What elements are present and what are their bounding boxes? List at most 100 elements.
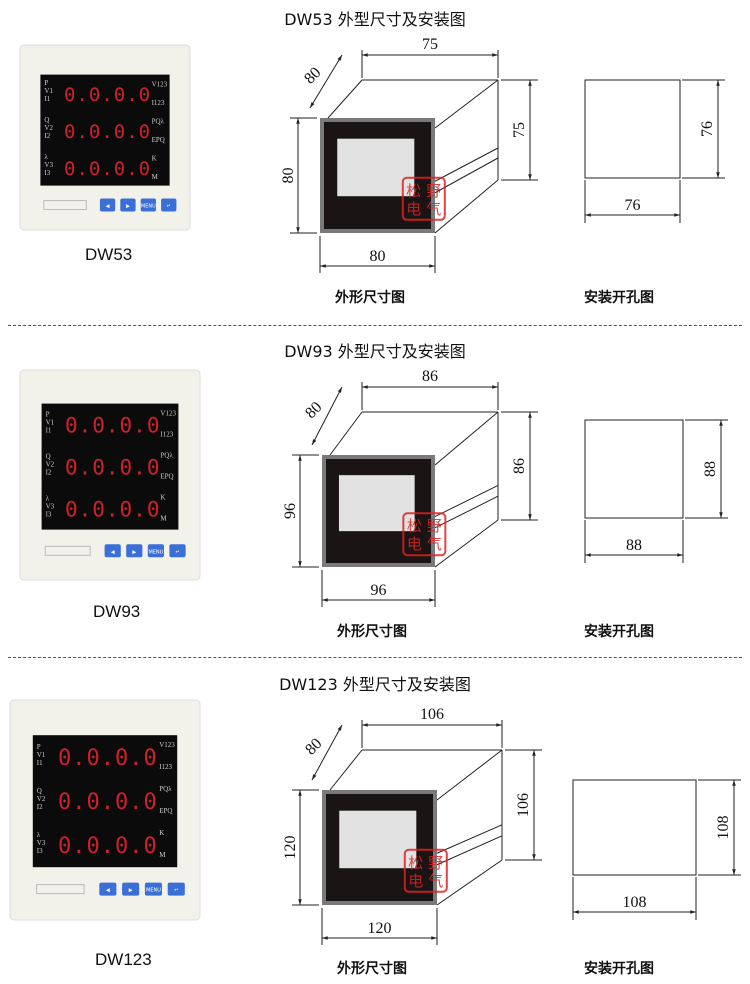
stamp-char: 野	[428, 854, 443, 872]
meter-digits: 0.0.0.0	[65, 456, 161, 480]
meter-left-label: λ	[44, 153, 48, 161]
meter-left-label: I3	[44, 169, 50, 177]
dim-cutout-width-label: 76	[625, 197, 641, 214]
meter-right-label: I123	[152, 99, 165, 107]
depth-edge-top-right	[436, 749, 503, 801]
depth-edge-top-right	[434, 79, 499, 129]
meter-left-label: P	[37, 743, 41, 751]
stamp-char: 松	[407, 517, 422, 535]
meter-button-label: ↵	[174, 888, 178, 894]
meter-left-label: V3	[44, 161, 53, 169]
meter-left-label: I2	[46, 469, 52, 477]
dim-back-width-label: 75	[422, 36, 438, 53]
meter-right-label: PQλ	[160, 452, 173, 460]
arrowhead	[296, 118, 300, 124]
depth-edge-mid1	[436, 824, 503, 854]
stamp-char: 电	[408, 872, 423, 890]
meter-nameplate	[43, 200, 87, 211]
dim-depth	[311, 724, 343, 781]
arrowhead	[719, 512, 723, 518]
depth-edge-top-right	[434, 411, 499, 466]
meter-digits: 0.0.0.0	[58, 746, 158, 771]
dim-depth-label: 80	[302, 735, 325, 758]
meter-button-2: MENU	[140, 198, 156, 212]
front-window	[339, 810, 417, 869]
model-label: DW123	[95, 950, 152, 969]
dim-back-height-label: 106	[515, 793, 532, 817]
meter-left-label: I3	[46, 511, 52, 519]
meter-left-label: I1	[37, 759, 43, 767]
depth-edge-bottom	[434, 519, 499, 568]
meter-button	[99, 198, 116, 212]
cutout-caption: 安装开孔图	[584, 961, 654, 977]
dim-depth	[311, 386, 343, 446]
dim-cutout-width-label: 108	[623, 894, 647, 911]
meter-button-1: ▶	[122, 882, 140, 896]
arrowhead	[532, 854, 536, 860]
meter-left-label: V2	[37, 795, 46, 803]
meter-button-3: ↵	[167, 882, 185, 896]
meter-left-label: V3	[37, 839, 46, 847]
meter-button-label: ▶	[129, 888, 133, 894]
dim-cutout-width-label: 88	[626, 537, 642, 554]
meter-left-label: P	[44, 79, 48, 87]
stamp-char: 气	[426, 200, 441, 218]
meter-button-2: MENU	[144, 882, 162, 896]
model-label: DW93	[93, 602, 141, 621]
dim-cutout-height-label: 108	[715, 816, 732, 840]
meter-button	[167, 882, 185, 896]
arrowhead	[528, 514, 532, 520]
dim-back-width-label: 86	[422, 368, 438, 385]
arrowhead	[716, 172, 720, 178]
arrowhead	[732, 869, 736, 875]
meter-right-label: K	[152, 155, 157, 163]
meter-button-label: MENU	[148, 549, 163, 555]
arrowhead	[431, 936, 437, 940]
arrowhead	[573, 910, 579, 914]
arrowhead	[362, 53, 368, 57]
meter-button	[99, 882, 117, 896]
cutout-square	[572, 779, 697, 876]
stamp-char: 松	[406, 182, 421, 200]
arrowhead	[362, 723, 368, 727]
meter-left-label: Q	[44, 116, 49, 124]
meter-button-0: ◀	[104, 544, 121, 558]
stamp-char: 野	[426, 182, 441, 200]
meter-left-label: I1	[46, 427, 52, 435]
meter-button-1: ▶	[120, 198, 136, 212]
dim-back-height-label: 86	[511, 458, 528, 474]
arrowhead	[492, 385, 498, 389]
depth-edge-mid1	[434, 147, 499, 182]
meter-right-label: PQλ	[152, 118, 165, 126]
meter-screen	[41, 403, 179, 530]
dim-cutout-height-label: 88	[702, 461, 719, 477]
meter-button-3: ↵	[161, 198, 177, 212]
meter-right-label: V123	[159, 741, 175, 749]
meter-digits: 0.0.0.0	[64, 84, 151, 106]
meter-screen	[40, 74, 170, 186]
arrowhead	[429, 264, 435, 268]
meter-digits: 0.0.0.0	[58, 790, 158, 815]
meter-button-3: ↵	[169, 544, 186, 558]
outline-caption: 外形尺寸图	[337, 624, 407, 640]
meter-button	[122, 882, 140, 896]
meter-right-label: M	[159, 851, 166, 859]
front-window	[338, 475, 415, 532]
arrowhead	[320, 264, 326, 268]
meter-right-label: M	[152, 173, 159, 181]
meter-button-label: ↵	[167, 204, 171, 210]
arrowhead	[337, 55, 342, 61]
meter-button-label: ◀	[111, 549, 115, 555]
dim-front-height-label: 80	[280, 168, 297, 184]
depth-edge-mid1	[434, 484, 499, 518]
stamp-char: 电	[406, 200, 421, 218]
meter-left-label: V2	[44, 124, 53, 132]
meter-right-label: EPQ	[152, 136, 165, 144]
meter-button-label: ◀	[106, 204, 110, 210]
dim-back-height-label: 75	[511, 122, 528, 138]
arrowhead	[690, 910, 696, 914]
meter-left-label: I3	[37, 847, 43, 855]
arrowhead	[322, 936, 328, 940]
arrowhead	[528, 80, 532, 86]
